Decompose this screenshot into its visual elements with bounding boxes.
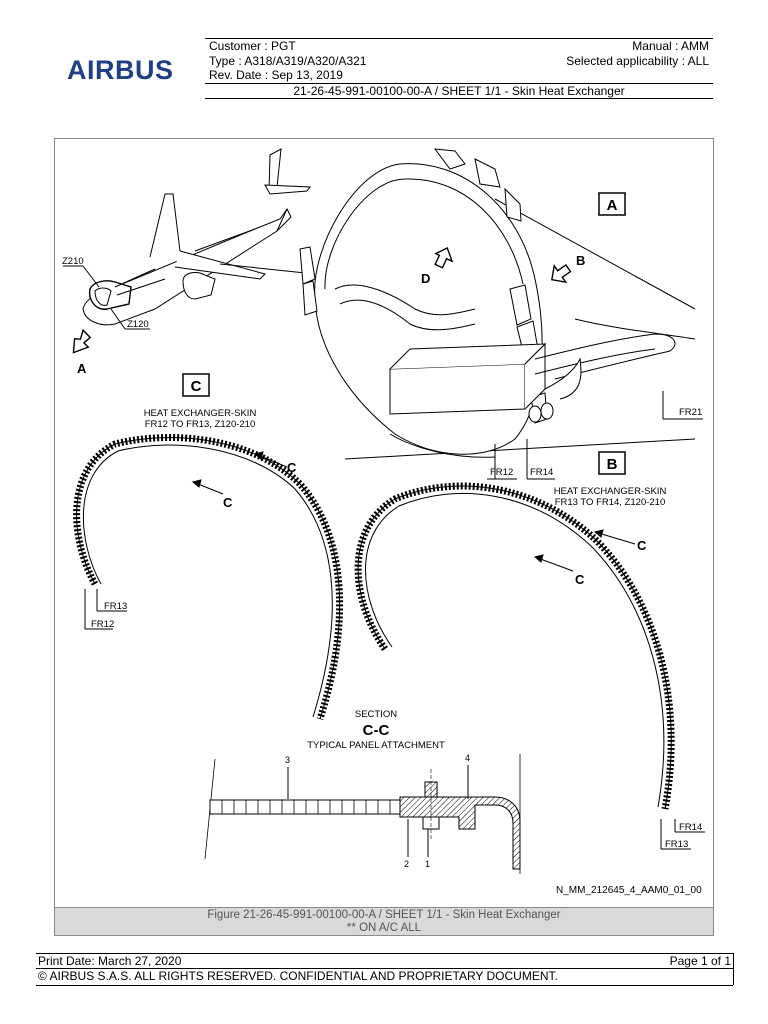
fr13-b-label: FR13 [665, 839, 688, 850]
fr12-c-label: FR12 [91, 619, 114, 630]
item3-label: 3 [285, 755, 290, 765]
c-marker-4-arrow-icon [533, 554, 544, 563]
footer-bottom-rule [36, 985, 733, 986]
hx-b-range: FR13 TO FR14, Z120-210 [555, 497, 666, 508]
item2-label: 2 [404, 859, 409, 869]
arrow-a-label: A [77, 361, 87, 376]
type-text: Type : A318/A319/A320/A321 [209, 54, 367, 68]
arrow-b-label: B [576, 253, 585, 268]
view-a-box [598, 192, 626, 216]
view-c-label: C [191, 378, 202, 395]
section-cc-drawing [204, 754, 521, 874]
fr14-b-label: FR14 [679, 822, 702, 833]
item1-label: 1 [425, 859, 430, 869]
header-mid-rule [205, 83, 713, 84]
print-date: Print Date: March 27, 2020 [38, 954, 182, 968]
arrow-a-icon [72, 328, 92, 354]
figure-caption: Figure 21-26-45-991-00100-00-A / SHEET 1… [55, 907, 713, 935]
page-number: Page 1 of 1 [669, 954, 731, 968]
header-bottom-rule [205, 98, 713, 99]
hx-b-title: HEAT EXCHANGER-SKIN [554, 486, 667, 497]
figure-caption-applicability: ** ON A/C ALL [346, 922, 422, 934]
fr21-label: FR21 [679, 407, 702, 418]
c-marker-1-arrow-icon [253, 451, 264, 460]
view-a-drawing [299, 148, 696, 458]
view-b-box [598, 451, 626, 475]
c-marker-2-arrow-icon [191, 479, 202, 488]
applicability-text: Selected applicability : ALL [566, 54, 709, 68]
z120-label: Z120 [127, 319, 149, 330]
hx-c-title: HEAT EXCHANGER-SKIN [144, 408, 257, 419]
svg-text:AIRBUS: AIRBUS [67, 55, 174, 85]
airbus-logo: AIRBUS [67, 55, 174, 85]
view-b-panel-arc [354, 482, 675, 810]
technical-illustration: Z210 Z120 A D B A FR12 FR14 [62, 148, 705, 874]
z210-leader [82, 265, 100, 288]
view-leader-2 [344, 438, 696, 460]
arrow-b-icon [550, 264, 572, 284]
view-leader-3 [494, 198, 696, 310]
view-leader-1 [219, 263, 316, 275]
figure-caption-title: Figure 21-26-45-991-00100-00-A / SHEET 1… [207, 909, 561, 921]
rev-date-text: Rev. Date : Sep 13, 2019 [209, 68, 343, 82]
hx-c-range: FR12 TO FR13, Z120-210 [145, 419, 256, 430]
sheet-title: 21-26-45-991-00100-00-A / SHEET 1/1 - Sk… [293, 84, 625, 98]
arrow-d-icon [434, 246, 454, 269]
customer-text: Customer : PGT [209, 39, 296, 53]
fr14-top-label: FR14 [530, 467, 553, 478]
c-marker-3-arrow-icon [593, 529, 604, 538]
view-c-panel-arc [73, 434, 344, 721]
arrow-d-label: D [421, 271, 430, 286]
manual-text: Manual : AMM [632, 39, 709, 53]
typical-attachment-label: TYPICAL PANEL ATTACHMENT [307, 740, 445, 751]
item4-label: 4 [465, 753, 470, 763]
section-cc-label: C-C [363, 722, 390, 739]
figure-frame [54, 138, 714, 936]
c-marker-4-label: C [575, 572, 585, 587]
copyright: © AIRBUS S.A.S. ALL RIGHTS RESERVED. CON… [38, 969, 558, 983]
view-a-label: A [607, 197, 618, 214]
aircraft-drawing [82, 148, 311, 326]
section-label: SECTION [355, 709, 397, 720]
view-c-box [182, 373, 210, 397]
c-marker-2-label: C [223, 495, 233, 510]
view-b-label: B [607, 456, 618, 473]
header-top-rule [205, 38, 713, 39]
figure-reference: N_MM_212645_4_AAM0_01_00 [556, 885, 702, 896]
footer-right-rule [733, 953, 734, 985]
c-marker-1-label: C [287, 460, 297, 475]
z120-leader [110, 308, 126, 330]
fr13-c-label: FR13 [104, 601, 127, 612]
footer-top-rule [36, 953, 733, 954]
footer-mid-rule [36, 968, 733, 969]
fr12-top-label: FR12 [490, 467, 513, 478]
z210-label: Z210 [62, 256, 84, 267]
c-marker-3-label: C [637, 538, 647, 553]
